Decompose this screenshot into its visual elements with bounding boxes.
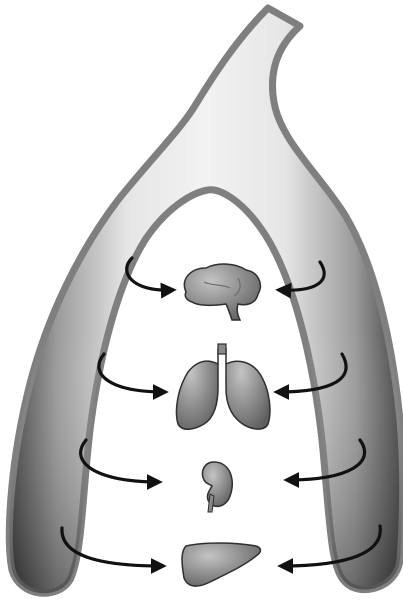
liver-icon bbox=[182, 543, 261, 586]
arrow-left-lungs bbox=[99, 354, 164, 392]
brain-icon bbox=[184, 264, 260, 320]
kidney-icon bbox=[202, 462, 232, 512]
arrow-left-kidney bbox=[81, 440, 158, 482]
lungs-icon bbox=[176, 344, 269, 429]
